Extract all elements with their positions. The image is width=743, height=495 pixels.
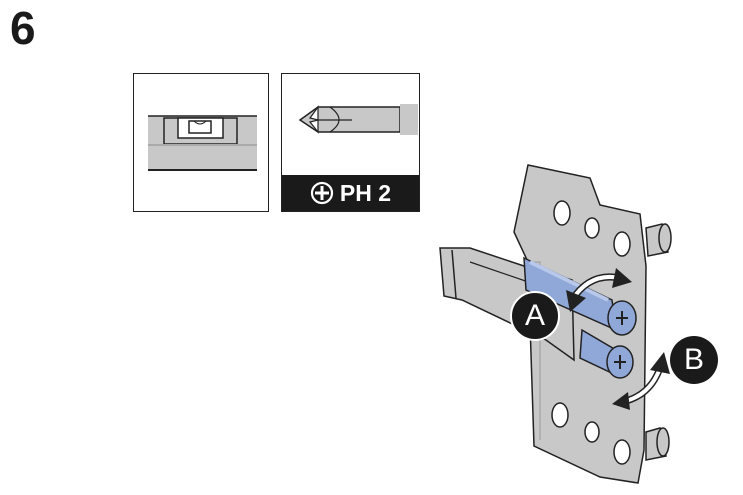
callout-b-label: B <box>683 343 704 376</box>
bit-size-label-bar: PH 2 <box>282 175 419 211</box>
plate-pins <box>645 223 672 461</box>
screwdriver-tool-box: PH 2 <box>281 73 420 212</box>
step-number: 6 <box>10 2 36 54</box>
callout-a: A <box>510 291 560 341</box>
callout-a-label: A <box>524 299 545 332</box>
callout-b: B <box>670 336 718 384</box>
phillips-plus-icon <box>310 181 334 205</box>
phillips-screwdriver-icon <box>298 104 418 135</box>
spirit-level-icon <box>148 115 257 171</box>
level-tool-box <box>133 73 269 212</box>
plate-holes <box>551 200 631 465</box>
bit-size-label: PH 2 <box>339 179 392 206</box>
